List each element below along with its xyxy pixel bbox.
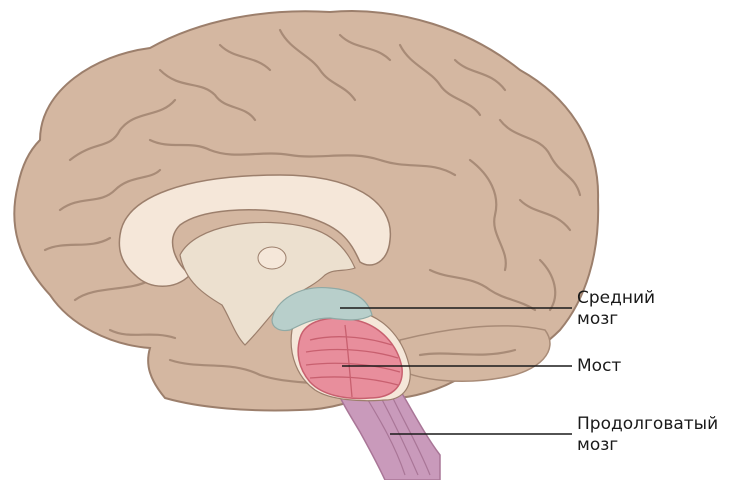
label-midbrain: Средний мозг [577, 288, 655, 330]
diencephalon-area [179, 221, 356, 346]
sulci [43, 28, 582, 392]
label-medulla-line2: мозг [577, 435, 619, 455]
corpus-callosum [118, 174, 392, 287]
leader-lines [340, 307, 572, 435]
label-medulla: Продолговатый мозг [577, 414, 718, 456]
label-pons: Мост [577, 356, 621, 377]
pons-fibers [305, 324, 401, 398]
thalamus [257, 246, 287, 270]
label-medulla-line1: Продолговатый [577, 414, 719, 434]
midbrain [271, 287, 373, 332]
label-midbrain-line2: мозг [577, 309, 619, 329]
label-midbrain-line1: Средний [577, 288, 656, 308]
label-pons-line1: Мост [577, 356, 622, 376]
